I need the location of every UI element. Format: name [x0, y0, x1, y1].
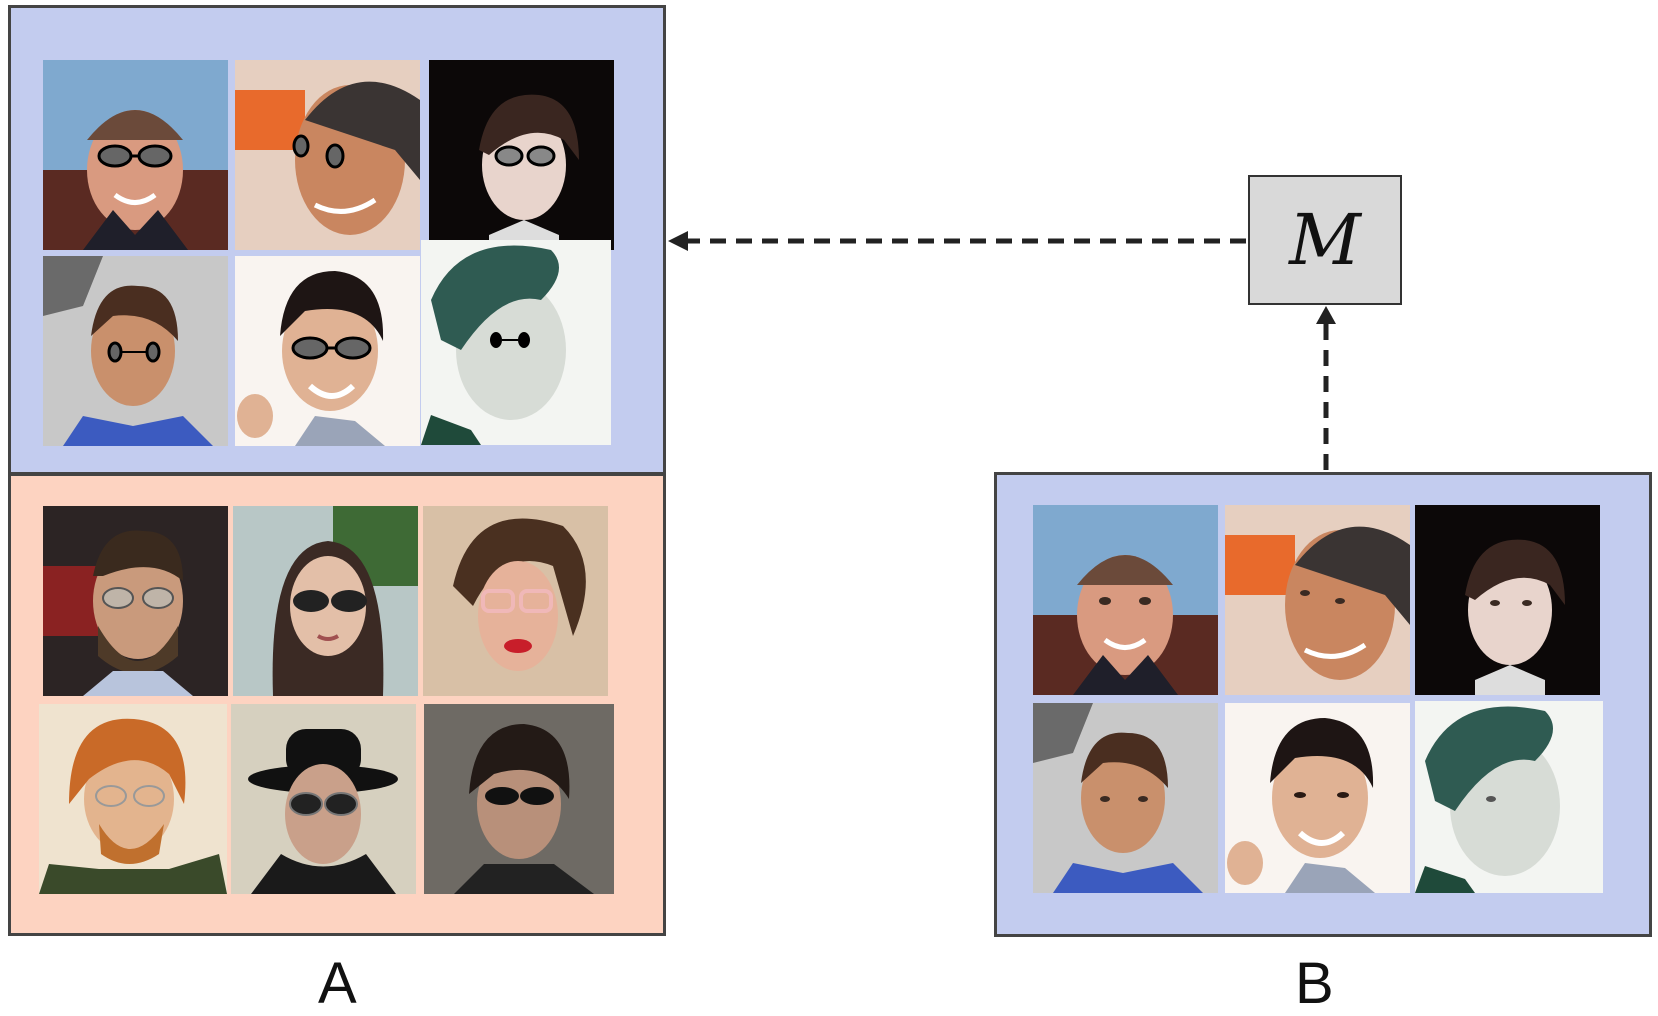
model-box: M — [1248, 175, 1402, 305]
label-b: B — [1295, 951, 1334, 1016]
face-photo-original-1 — [1033, 505, 1218, 695]
face-photo-modified-4 — [43, 256, 228, 446]
face-photo-modified-1 — [43, 60, 228, 250]
face-photo-original-6 — [1415, 701, 1603, 893]
face-photo-glasses-4 — [39, 704, 227, 894]
arrow-m-to-a-head-icon — [668, 231, 688, 251]
face-photo-glasses-1 — [43, 506, 228, 696]
face-photo-original-4 — [1033, 703, 1218, 893]
model-box-label: M — [1289, 199, 1361, 281]
face-photo-modified-5 — [235, 256, 420, 446]
face-photo-glasses-3 — [423, 506, 608, 696]
face-photo-original-5 — [1225, 703, 1410, 893]
face-photo-modified-3 — [429, 60, 614, 250]
label-a: A — [318, 951, 357, 1016]
face-photo-glasses-5 — [231, 704, 416, 894]
face-photo-modified-6 — [421, 240, 611, 445]
face-photo-original-3 — [1415, 505, 1600, 695]
face-photo-glasses-6 — [424, 704, 614, 894]
face-photo-modified-2 — [235, 60, 420, 250]
panel-b-original-faces — [994, 472, 1652, 937]
face-photo-original-2 — [1225, 505, 1410, 695]
face-photo-glasses-2 — [233, 506, 418, 696]
panel-a-modified-faces — [8, 5, 666, 475]
arrow-b-to-m-head-icon — [1316, 306, 1336, 324]
panel-a-real-glasses-faces — [8, 473, 666, 936]
